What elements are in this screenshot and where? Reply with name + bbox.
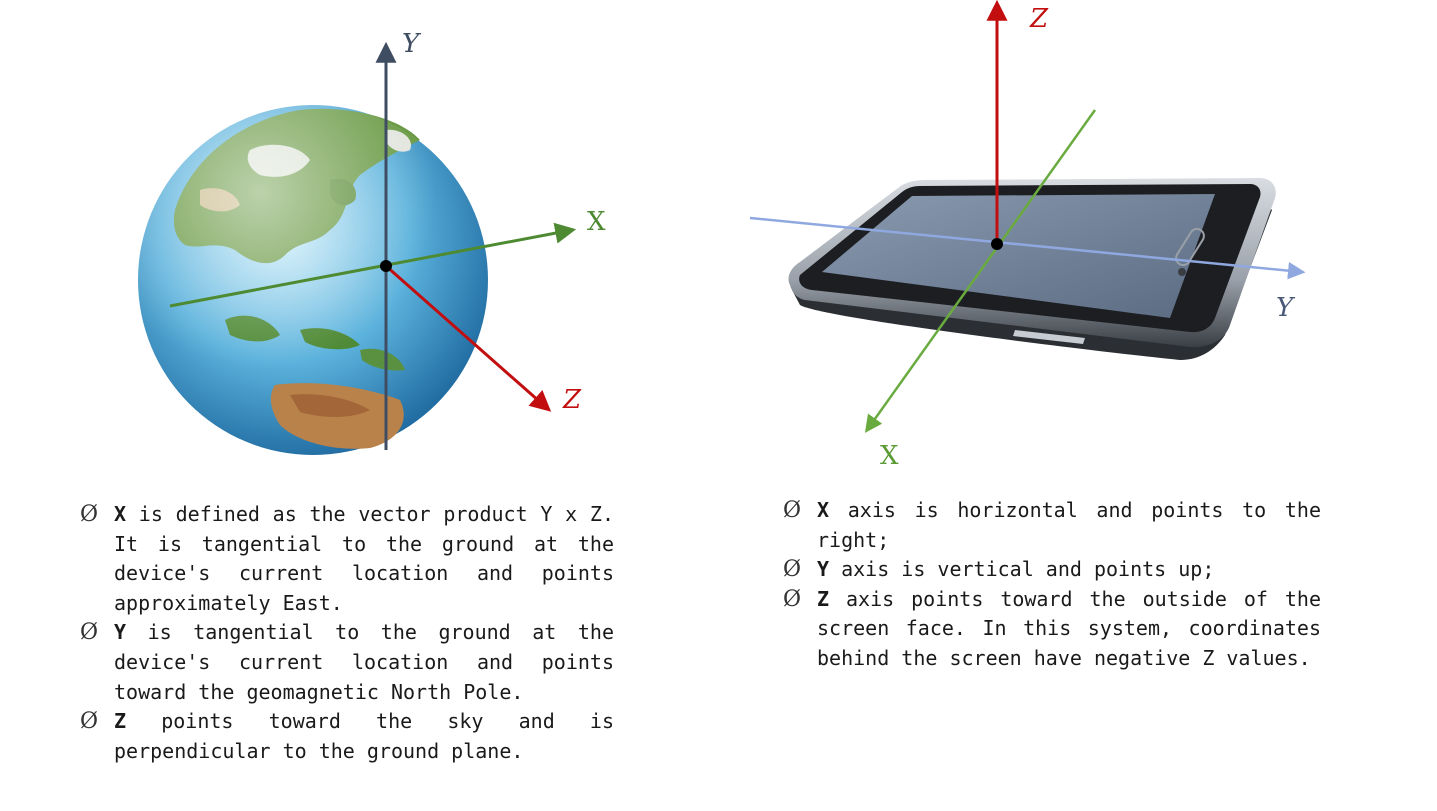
axis-description: is tangential to the ground at the devic… [114, 620, 614, 704]
bullet-marker-icon: Ø [783, 557, 802, 583]
axis-description: axis is vertical and points up; [841, 557, 1215, 582]
axis-description: is defined as the vector product Y x Z. … [114, 502, 614, 615]
earth-y-label: Y [402, 29, 422, 59]
axis-key: Y [114, 620, 127, 645]
phone-y-label: Y [1276, 293, 1296, 323]
list-item: Ø Z points toward the sky and is perpend… [80, 707, 614, 766]
list-item: Ø X axis is horizontal and points to the… [783, 496, 1321, 555]
axis-key: X [114, 502, 127, 526]
bullet-marker-icon: Ø [783, 498, 802, 523]
axis-key: Y [817, 557, 830, 582]
list-item: Ø X is defined as the vector product Y x… [80, 500, 614, 618]
axis-description: axis points toward the outside of the sc… [817, 586, 1321, 670]
phone-x-label: X [880, 441, 899, 471]
device-axes-description-list: Ø X axis is horizontal and points to the… [783, 496, 1321, 674]
earth-axes-description-list: Ø X is defined as the vector product Y x… [80, 500, 614, 766]
bullet-marker-icon: Ø [80, 620, 99, 646]
phone-y-axis [749, 216, 1306, 280]
earth-diagram: Y X Z [138, 29, 606, 455]
axis-key: Z [817, 586, 830, 611]
phone-x-axis [864, 109, 1097, 433]
earth-x-axis [169, 222, 577, 308]
axis-description: points toward the sky and is perpendicul… [114, 709, 614, 763]
axis-key: X [817, 498, 830, 522]
list-item: Ø Y axis is vertical and points up; [783, 555, 1321, 585]
list-item: Ø Z axis points toward the outside of th… [783, 585, 1321, 674]
phone-z-label: Z [1029, 4, 1049, 34]
phone-origin-dot [991, 238, 1003, 250]
bullet-marker-icon: Ø [783, 586, 802, 612]
earth-globe [138, 105, 488, 455]
bullet-marker-icon: Ø [80, 502, 99, 527]
axis-key: Z [114, 709, 127, 734]
earth-origin-dot [380, 260, 392, 272]
earth-z-label: Z [562, 385, 582, 415]
list-item: Ø Y is tangential to the ground at the d… [80, 618, 614, 707]
smartphone-image [788, 178, 1276, 360]
earth-z-axis [385, 264, 552, 412]
phone-diagram: Z Y X [749, 0, 1306, 471]
bullet-marker-icon: Ø [80, 709, 99, 735]
axis-description: axis is horizontal and points to the rig… [817, 498, 1322, 552]
earth-x-label: X [587, 207, 606, 237]
